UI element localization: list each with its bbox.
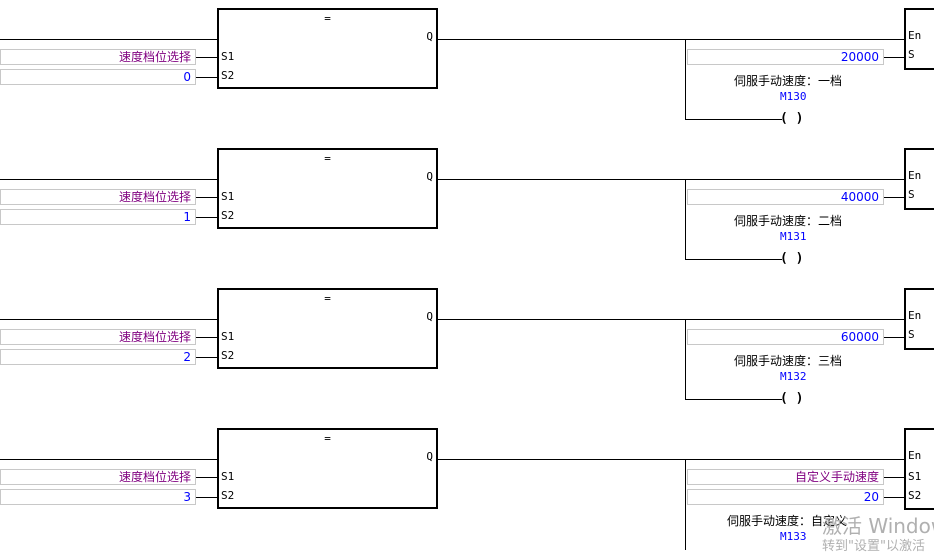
coil-comment: 伺服手动速度：二档 <box>734 214 843 228</box>
output-wire <box>438 459 904 460</box>
power-rail-wire <box>0 459 218 460</box>
input-s1-field[interactable]: 速度档位选择 <box>0 469 196 485</box>
move-s2-field[interactable]: 20 <box>687 489 884 505</box>
pin-en-label: En <box>908 449 922 462</box>
pin-s1-label: S1 <box>908 470 922 483</box>
branch-wire <box>685 459 686 550</box>
move-value-wire <box>884 197 904 198</box>
power-rail-wire <box>0 179 218 180</box>
power-rail-wire <box>0 319 218 320</box>
move-s1-wire <box>884 477 904 478</box>
branch-wire <box>685 319 686 399</box>
output-wire <box>438 179 904 180</box>
pin-q-label: Q <box>426 450 433 463</box>
move-block[interactable]: En S1 S2 <box>904 428 934 510</box>
pin-q-label: Q <box>426 30 433 43</box>
pin-s1-label: S1 <box>221 190 235 203</box>
pin-s2-label: S2 <box>221 209 235 222</box>
input-s2-wire <box>196 497 218 498</box>
pin-s2-label: S2 <box>221 349 235 362</box>
pin-q-label: Q <box>426 170 433 183</box>
activation-watermark-title: 激活 Windows <box>822 514 934 538</box>
move-block[interactable]: En S <box>904 288 934 350</box>
pin-s1-label: S1 <box>221 330 235 343</box>
input-s2-field[interactable]: 2 <box>0 349 196 365</box>
power-rail-wire <box>0 39 218 40</box>
coil-symbol[interactable]: ( ) <box>780 391 804 406</box>
coil-address[interactable]: M131 <box>780 230 807 243</box>
move-value-field[interactable]: 40000 <box>687 189 884 205</box>
input-s2-wire <box>196 357 218 358</box>
branch-wire <box>685 179 686 259</box>
pin-s1-label: S1 <box>221 470 235 483</box>
coil-wire <box>685 399 782 400</box>
move-value-field[interactable]: 20000 <box>687 49 884 65</box>
move-s2-wire <box>884 497 904 498</box>
coil-symbol[interactable]: ( ) <box>780 111 804 126</box>
pin-q-label: Q <box>426 310 433 323</box>
pin-en-label: En <box>908 169 922 182</box>
move-block[interactable]: En S <box>904 8 934 70</box>
compare-operator: = <box>324 432 331 445</box>
activation-watermark-subtitle: 转到"设置"以激活 <box>822 539 925 554</box>
pin-s1-label: S1 <box>221 50 235 63</box>
coil-address[interactable]: M132 <box>780 370 807 383</box>
pin-s-label: S <box>908 48 915 61</box>
pin-s2-label: S2 <box>221 489 235 502</box>
input-s1-wire <box>196 337 218 338</box>
move-s1-field[interactable]: 自定义手动速度 <box>687 469 884 485</box>
coil-comment: 伺服手动速度：自定义 <box>727 514 848 528</box>
move-value-wire <box>884 337 904 338</box>
move-value-field[interactable]: 60000 <box>687 329 884 345</box>
pin-s-label: S <box>908 328 915 341</box>
coil-address[interactable]: M130 <box>780 90 807 103</box>
compare-block[interactable]: = Q S1 S2 <box>217 148 438 229</box>
input-s2-field[interactable]: 3 <box>0 489 196 505</box>
pin-s2-label: S2 <box>908 489 922 502</box>
compare-operator: = <box>324 12 331 25</box>
coil-wire <box>685 119 782 120</box>
input-s2-field[interactable]: 0 <box>0 69 196 85</box>
input-s2-wire <box>196 77 218 78</box>
input-s2-field[interactable]: 1 <box>0 209 196 225</box>
input-s1-field[interactable]: 速度档位选择 <box>0 49 196 65</box>
move-value-wire <box>884 57 904 58</box>
coil-address[interactable]: M133 <box>780 530 807 543</box>
compare-block[interactable]: = Q S1 S2 <box>217 428 438 509</box>
output-wire <box>438 39 904 40</box>
compare-block[interactable]: = Q S1 S2 <box>217 288 438 369</box>
branch-wire <box>685 39 686 119</box>
input-s1-wire <box>196 57 218 58</box>
compare-block[interactable]: = Q S1 S2 <box>217 8 438 89</box>
pin-s2-label: S2 <box>221 69 235 82</box>
compare-operator: = <box>324 152 331 165</box>
pin-en-label: En <box>908 309 922 322</box>
output-wire <box>438 319 904 320</box>
input-s1-wire <box>196 197 218 198</box>
input-s1-field[interactable]: 速度档位选择 <box>0 189 196 205</box>
pin-s-label: S <box>908 188 915 201</box>
input-s1-wire <box>196 477 218 478</box>
move-block[interactable]: En S <box>904 148 934 210</box>
pin-en-label: En <box>908 29 922 42</box>
coil-wire <box>685 259 782 260</box>
input-s1-field[interactable]: 速度档位选择 <box>0 329 196 345</box>
coil-symbol[interactable]: ( ) <box>780 251 804 266</box>
coil-comment: 伺服手动速度：三档 <box>734 354 843 368</box>
compare-operator: = <box>324 292 331 305</box>
coil-comment: 伺服手动速度：一档 <box>734 74 843 88</box>
input-s2-wire <box>196 217 218 218</box>
